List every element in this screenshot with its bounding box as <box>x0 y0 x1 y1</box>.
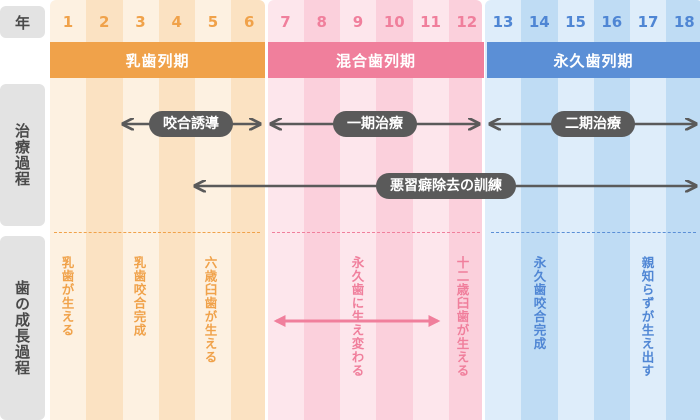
year-number: 2 <box>99 13 110 31</box>
growth-permanent-occlusion-complete: 永久歯咬合完成 <box>531 256 547 351</box>
year-number: 11 <box>420 13 441 31</box>
divider-primary <box>54 232 260 233</box>
year-number: 4 <box>171 13 182 31</box>
year-label: 年 <box>0 6 45 38</box>
period-name-mixed: 混合歯列期 <box>335 51 416 70</box>
pill-phase2: 二期治療 <box>551 111 635 137</box>
year-number: 9 <box>352 13 364 31</box>
year-number: 12 <box>456 13 478 31</box>
pill-phase2-text: 二期治療 <box>565 116 621 132</box>
growth-baby-occlusion-complete: 乳歯咬合完成 <box>131 256 147 337</box>
year-number: 15 <box>565 13 586 31</box>
year-number: 13 <box>492 13 514 31</box>
period-band-primary: 乳歯列期 <box>50 42 265 78</box>
divider-permanent <box>491 232 696 233</box>
growth-baby-teeth-erupt: 乳歯が生える <box>59 256 75 337</box>
period-name-permanent: 永久歯列期 <box>553 51 634 70</box>
growth-label-text: 歯の成長過程 <box>13 280 31 376</box>
growth-wisdom-teeth: 親知らずが生え出す <box>639 256 655 378</box>
year-number: 10 <box>383 13 405 31</box>
pill-habit-training: 悪習癖除去の訓練 <box>376 173 516 199</box>
treatment-label-text: 治療過程 <box>13 123 31 187</box>
period-name-primary: 乳歯列期 <box>125 51 190 70</box>
year-number: 5 <box>207 13 219 31</box>
year-label-text: 年 <box>14 13 30 32</box>
pill-occlusion-guidance-text: 咬合誘導 <box>163 116 219 132</box>
year-number: 1 <box>62 13 74 31</box>
period-band-mixed: 混合歯列期 <box>268 42 484 78</box>
pill-occlusion-guidance: 咬合誘導 <box>149 111 233 137</box>
year-number: 6 <box>244 13 255 31</box>
pill-habit-training-text: 悪習癖除去の訓練 <box>390 178 502 194</box>
growth-twelve-year-molar: 十二歳臼歯が生える <box>454 256 470 378</box>
year-number: 14 <box>528 13 550 31</box>
period-band-permanent: 永久歯列期 <box>487 42 700 78</box>
treatment-label: 治療過程 <box>0 84 45 226</box>
growth-label: 歯の成長過程 <box>0 236 45 420</box>
year-number: 3 <box>135 13 146 31</box>
year-number: 18 <box>673 13 695 31</box>
growth-permanent-replace: 永久歯に生え変わる <box>349 256 365 378</box>
year-number: 16 <box>601 13 623 31</box>
pill-phase1-text: 一期治療 <box>347 116 403 132</box>
pill-phase1: 一期治療 <box>333 111 417 137</box>
growth-six-year-molar: 六歳臼歯が生える <box>202 256 218 364</box>
year-number: 17 <box>637 13 659 31</box>
year-number: 7 <box>280 13 291 31</box>
year-number: 8 <box>316 13 327 31</box>
divider-mixed <box>272 232 480 233</box>
